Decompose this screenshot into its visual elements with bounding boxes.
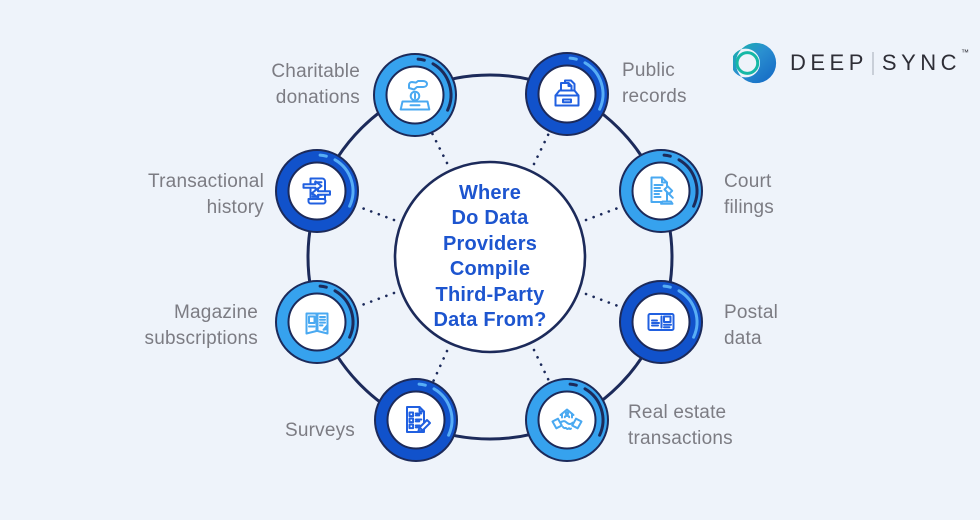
ring-shine (417, 382, 427, 387)
node-inner (537, 64, 597, 124)
postcard-icon (647, 313, 675, 331)
ring-shine (318, 284, 328, 289)
ring-shine (662, 153, 672, 158)
node-real-estate-transactions (525, 378, 609, 462)
node-public-records (525, 52, 609, 136)
ring-shine (432, 387, 454, 437)
receipt-transfer-icon (302, 177, 331, 205)
ring-shine (568, 56, 578, 61)
node-magazine-subscriptions (275, 280, 359, 364)
label-public-records: Public records (622, 60, 687, 107)
ring-shine (677, 289, 699, 339)
logo-crescent (733, 42, 777, 84)
label-real-estate-transactions: Real estate transactions (628, 402, 733, 449)
dotted-line (532, 348, 551, 383)
node-surveys (374, 378, 458, 462)
label-surveys: Surveys (284, 420, 355, 441)
node-court-filings (619, 149, 703, 233)
center-circle (393, 160, 587, 354)
ring-shine (333, 158, 355, 208)
node-inner (537, 390, 597, 450)
dotted-line (431, 349, 449, 384)
logo-ring (735, 51, 760, 75)
ring-shine (583, 61, 605, 111)
ring-shine (677, 158, 699, 208)
label-charitable-donations: Charitable donations (271, 61, 360, 108)
ring-shine (431, 62, 453, 112)
center-title: Where Do Data Providers Compile Third-Pa… (433, 181, 547, 332)
dotted-line (430, 131, 449, 165)
ring-shine (568, 382, 578, 387)
label-transactional-history: Transactional history (148, 171, 264, 218)
document-gavel-icon (650, 176, 674, 205)
house-handshake-icon (551, 408, 583, 430)
donation-hand-icon (399, 80, 431, 111)
logo-divider (871, 51, 874, 75)
logo-word-sync: SYNC (881, 50, 962, 75)
dotted-line (584, 206, 620, 222)
checklist-pencil-icon (406, 406, 431, 433)
node-charitable-donations (373, 53, 457, 137)
dotted-line (360, 206, 396, 222)
node-postal-data (619, 280, 703, 364)
open-magazine-icon (305, 312, 329, 335)
ring-shine (416, 57, 426, 62)
dotted-connectors (360, 131, 620, 384)
node-transactional-history (275, 149, 359, 233)
logo-word-deep: DEEP (790, 50, 868, 75)
ring-shine (333, 289, 355, 339)
dotted-line (532, 131, 551, 166)
logo-trademark: ™ (961, 48, 970, 57)
label-postal-data: Postal data (724, 302, 779, 349)
label-magazine-subscriptions: Magazine subscriptions (144, 302, 258, 349)
deep-sync-logo: DEEP SYNC ™ (733, 40, 969, 86)
deep-sync-logo-mark (733, 42, 777, 84)
logo-wordmark: DEEP SYNC ™ (790, 48, 970, 76)
label-court-filings: Court filings (724, 171, 774, 218)
ring-shine (583, 387, 605, 437)
dotted-line (360, 291, 396, 307)
connector-ring (306, 73, 674, 441)
ring-shine (662, 284, 672, 289)
dotted-line (584, 292, 620, 308)
ring-shine (318, 153, 328, 158)
archive-box-icon (554, 79, 580, 107)
